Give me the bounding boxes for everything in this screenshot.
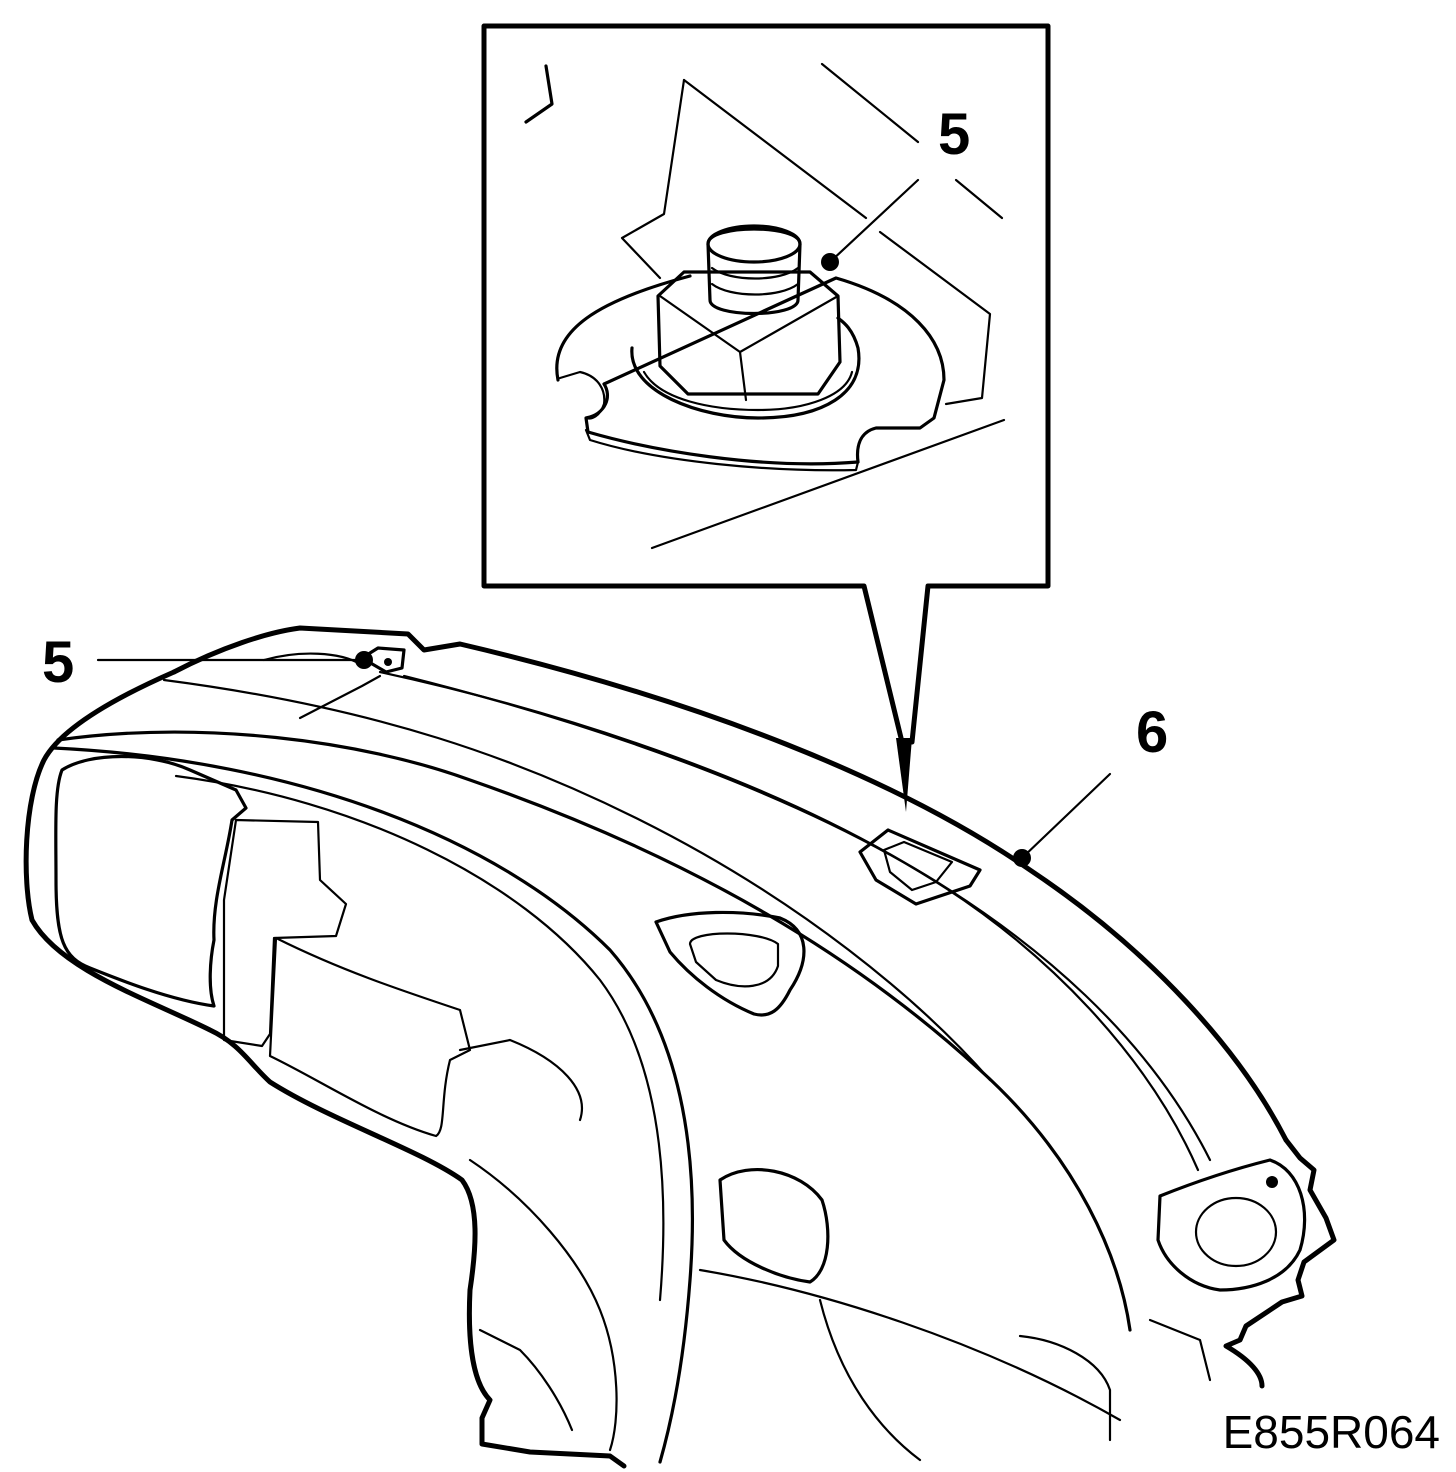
inset-panel-edge — [682, 78, 992, 406]
top-clip[interactable] — [858, 828, 982, 906]
mounting-plate[interactable] — [555, 274, 946, 466]
inset-panel-left — [620, 78, 686, 280]
washer-inner — [642, 370, 854, 412]
left-top-bracket — [262, 652, 362, 666]
instrument-opening — [54, 754, 248, 1008]
right-mount-hole — [1194, 1196, 1278, 1268]
mounting-plate-slot-left — [558, 370, 606, 420]
instrument-box — [268, 936, 472, 1138]
steering-opening-arc-inner — [174, 774, 665, 1302]
right-mount-dot — [1266, 1176, 1278, 1188]
callout-body-fastener: 5 — [42, 630, 74, 695]
instrument-inner-shape — [222, 818, 348, 1048]
threaded-stud[interactable] — [706, 227, 802, 316]
hex-nut-faces — [658, 294, 840, 402]
washer[interactable] — [630, 316, 861, 420]
stud-top — [706, 224, 802, 264]
lower-left-edge — [478, 1328, 574, 1432]
dashboard-left-contour — [23, 669, 627, 1469]
dashboard-leader-line — [1020, 772, 1112, 860]
lower-left-frame — [468, 1158, 618, 1452]
steering-opening-arc — [52, 746, 695, 1464]
figure-code: E855R064 — [1223, 1406, 1440, 1458]
dashboard-right-end — [1223, 1137, 1337, 1389]
right-mount-plate — [1156, 1158, 1307, 1292]
inset-diagonal-2 — [954, 178, 1004, 220]
top-clip-detail — [882, 840, 954, 892]
lower-dash-rib — [1148, 1318, 1212, 1382]
hex-nut[interactable] — [656, 270, 842, 396]
left-top-clip-leader-line — [298, 674, 382, 720]
dashboard-top-edge — [171, 625, 1289, 1143]
stud-threads — [710, 266, 800, 296]
body-fastener-leader-dot — [355, 651, 373, 669]
left-top-clip[interactable] — [360, 646, 406, 674]
center-console-edge — [458, 1038, 583, 1122]
inset-frame — [481, 23, 1051, 745]
dashboard-top-rim-inner — [162, 678, 992, 1082]
dashboard-top-rim — [56, 730, 1132, 1332]
inset-pointer-tip — [896, 738, 912, 812]
dashboard-surface-line-2 — [402, 674, 1200, 1172]
dashboard-body[interactable] — [23, 625, 1337, 1469]
left-top-clip-dot — [384, 658, 392, 666]
lower-dash-shell — [698, 1268, 1122, 1462]
lower-dash-pocket — [1018, 1334, 1112, 1442]
dashboard-leader-dot — [1013, 849, 1031, 867]
callout-leaders — [96, 651, 1112, 867]
inset-corner-mark — [524, 64, 554, 124]
center-vent[interactable] — [654, 910, 806, 1017]
inset-diagonal-1 — [820, 62, 920, 144]
center-vent-inner — [688, 932, 780, 988]
inset-leader-line — [828, 178, 920, 264]
inset-floor-line — [650, 418, 1006, 550]
lower-vent — [718, 1168, 830, 1284]
mounting-plate-edge — [584, 428, 860, 472]
callout-dashboard: 6 — [1136, 700, 1168, 765]
detail-inset — [481, 23, 1051, 812]
inset-leader-dot — [821, 253, 839, 271]
callout-detail-fastener: 5 — [938, 102, 970, 167]
